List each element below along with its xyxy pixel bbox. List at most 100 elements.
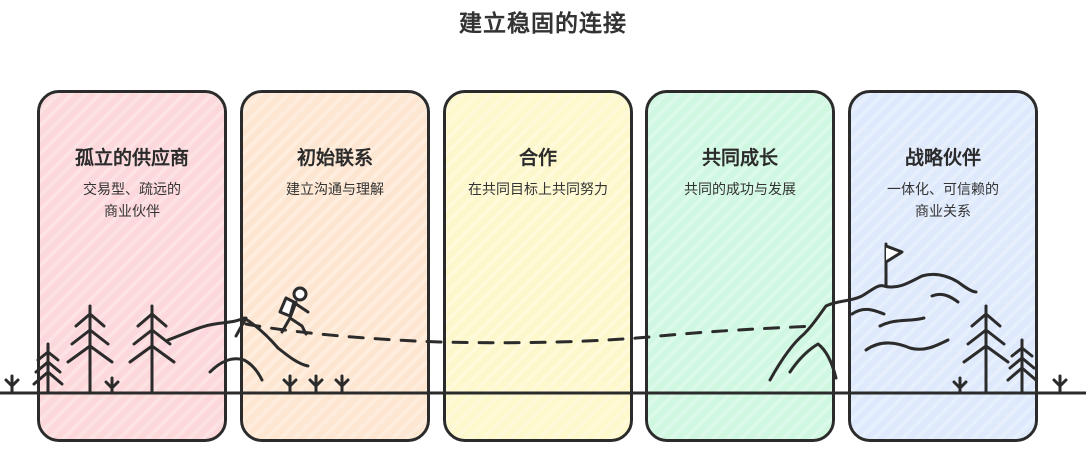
hatch-stroke (338, 350, 427, 439)
stage-description: 一体化、可信赖的 商业关系 (887, 182, 999, 220)
stage-card-mutual-growth: 共同成长 共同的成功与发展 (645, 90, 835, 442)
hatch-stroke (446, 98, 630, 292)
hatch-stroke (243, 93, 384, 236)
hatch-stroke (366, 378, 427, 439)
hatch-stroke (40, 93, 125, 180)
hatch-stroke (648, 93, 789, 236)
hatch-stroke (648, 224, 832, 418)
stage-description: 在共同目标上共同努力 (468, 182, 608, 198)
hatch-stroke (673, 280, 832, 439)
hatch-stroke (851, 93, 936, 180)
hatch-stroke (446, 238, 630, 432)
hatch-stroke (499, 308, 630, 439)
hatch-stroke (648, 93, 747, 194)
stage-card-collaboration: 合作 在共同目标上共同努力 (443, 90, 633, 442)
hatch-stroke (648, 93, 775, 222)
hatch-stroke (40, 98, 224, 292)
hatch-stroke (324, 336, 427, 439)
card-hatch-fill (446, 93, 630, 439)
hatch-stroke (243, 93, 370, 222)
hatch-stroke (243, 224, 427, 418)
hatch-stroke (446, 112, 630, 306)
hatch-stroke (268, 280, 427, 439)
hatch-stroke (243, 154, 427, 348)
hatch-stroke (715, 322, 832, 439)
stage-title: 孤立的供应商 (74, 147, 189, 169)
hatch-stroke (757, 364, 832, 439)
hatch-stroke (890, 294, 1035, 439)
hatch-stroke (163, 378, 224, 439)
stage-title: 共同成长 (701, 147, 778, 169)
hatch-stroke (40, 154, 224, 348)
hatch-stroke (40, 93, 195, 250)
hatch-stroke (243, 140, 427, 334)
hatch-stroke (121, 336, 224, 439)
hatch-stroke (851, 93, 964, 208)
hatch-stroke (743, 350, 832, 439)
hatch-stroke (446, 93, 559, 208)
hatch-stroke (851, 252, 1035, 439)
hatch-stroke (851, 93, 1006, 250)
hatch-stroke (648, 252, 832, 439)
hatch-stroke (243, 93, 412, 264)
stage-card-isolated-supplier: 孤立的供应商 交易型、疏远的 商业伙伴 (37, 90, 227, 442)
hatch-stroke (243, 112, 427, 306)
hatch-stroke (310, 322, 427, 439)
hatch-stroke (851, 224, 1035, 418)
hatch-stroke (569, 378, 630, 439)
hatch-stroke (648, 196, 832, 390)
hatch-stroke (40, 93, 181, 236)
hatch-stroke (446, 93, 531, 180)
hatch-stroke (648, 93, 831, 278)
hatch-stroke (687, 294, 832, 439)
hatch-stroke (457, 266, 630, 439)
hatch-stroke (446, 93, 629, 278)
page-title: 建立稳固的连接 (459, 11, 627, 37)
hatch-stroke (40, 168, 224, 362)
hatch-stroke (446, 93, 517, 166)
hatch-stroke (446, 252, 630, 439)
hatch-stroke (243, 93, 342, 194)
hatch-stroke (446, 224, 630, 418)
card-hatch-fill (648, 93, 832, 439)
hatch-stroke (446, 154, 630, 348)
hatch-stroke (513, 322, 630, 439)
hatch-stroke (851, 93, 992, 236)
card-hatch-fill (243, 93, 427, 439)
hatch-stroke (851, 140, 1035, 334)
hatch-stroke (446, 182, 630, 376)
hatch-stroke (851, 196, 1035, 390)
hatch-stroke (485, 294, 630, 439)
hatch-stroke (648, 93, 761, 208)
hatch-stroke (446, 93, 615, 264)
hatch-stroke (851, 182, 1035, 376)
hatch-stroke (851, 93, 922, 166)
hatch-stroke (149, 364, 224, 439)
hatch-stroke (446, 140, 630, 334)
hatch-stroke (243, 93, 426, 278)
stage-description: 共同的成功与发展 (684, 182, 796, 198)
hatch-stroke (851, 98, 1035, 292)
hatch-stroke (40, 182, 224, 376)
stage-card-strategic-partner: 战略伙伴 一体化、可信赖的 商业关系 (848, 90, 1038, 442)
hatch-stroke (243, 182, 427, 376)
hatch-stroke (527, 336, 630, 439)
hatch-stroke (876, 280, 1035, 439)
hatch-stroke (648, 168, 832, 362)
stage-card-initial-contact: 初始联系 建立沟通与理解 (240, 90, 430, 442)
hatch-stroke (243, 93, 328, 180)
hatch-stroke (851, 93, 1034, 278)
hatch-stroke (446, 196, 630, 390)
hatch-stroke (243, 93, 314, 166)
hatch-stroke (851, 93, 978, 222)
hatch-stroke (243, 168, 427, 362)
hatch-stroke (648, 154, 832, 348)
hatch-stroke (471, 280, 630, 439)
hatch-stroke (851, 93, 1020, 264)
hatch-stroke (648, 140, 832, 334)
hatch-stroke (243, 210, 427, 404)
hatch-stroke (446, 93, 601, 250)
hatch-stroke (243, 93, 356, 208)
hatch-stroke (446, 93, 587, 236)
hatch-stroke (446, 93, 573, 222)
